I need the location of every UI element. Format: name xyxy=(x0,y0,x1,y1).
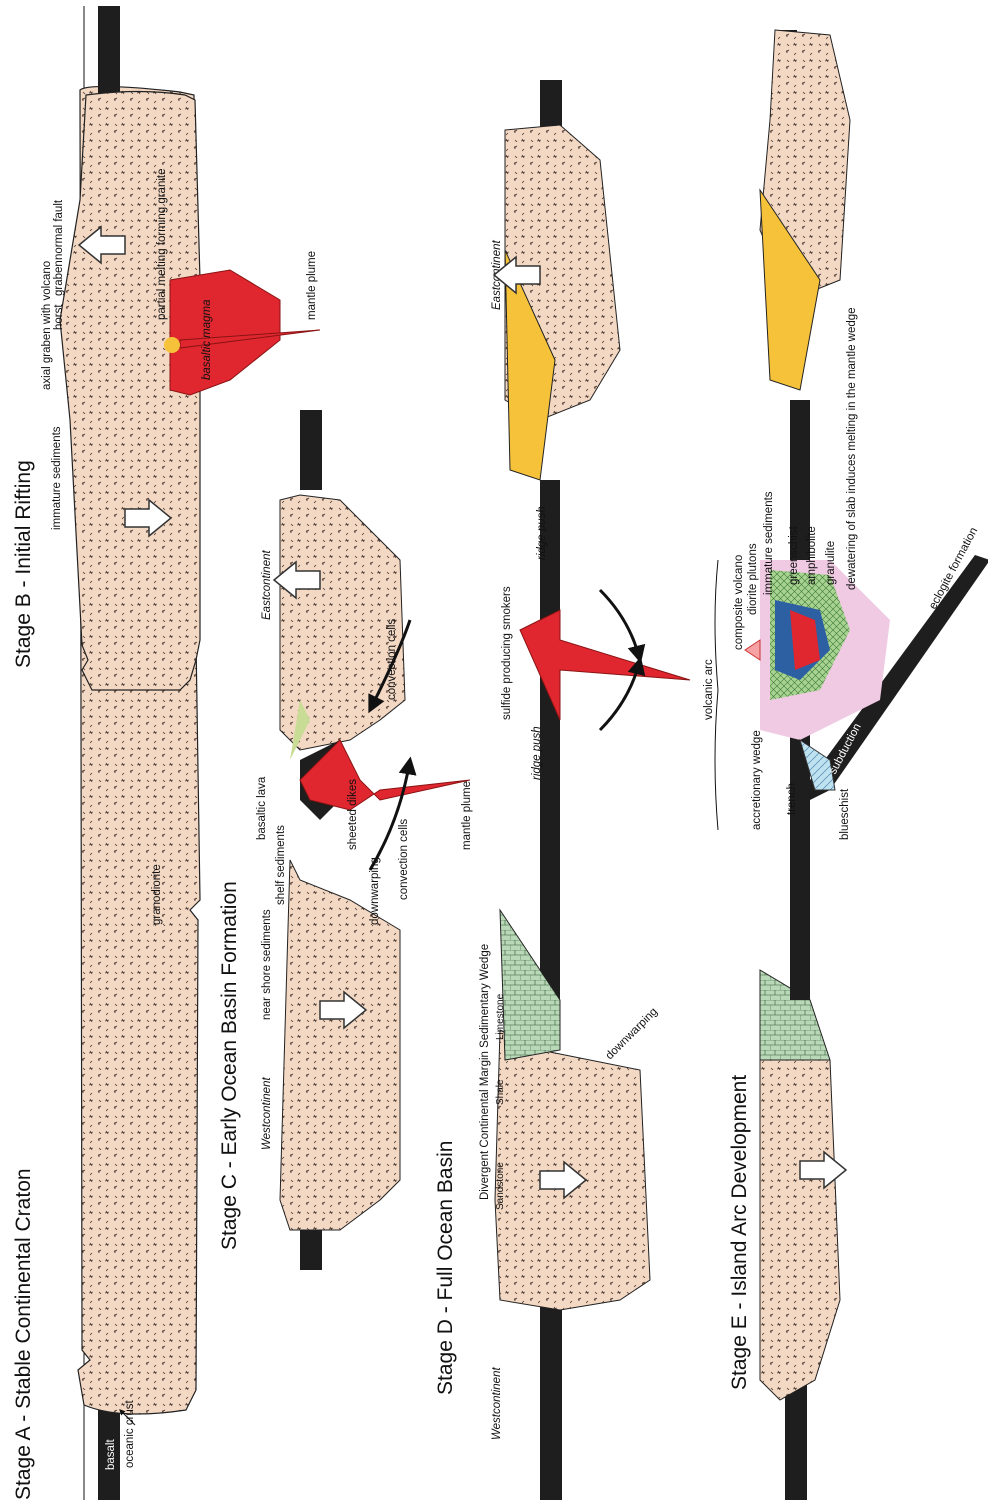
ocean-floor-d xyxy=(540,480,560,1030)
normal-fault-label: normal fault xyxy=(53,199,65,260)
composite-volcano-label: composite volcano xyxy=(733,555,745,650)
downwarping-label-d: downwarping xyxy=(604,1006,660,1062)
greenschist-label: greenschist xyxy=(788,525,800,585)
sheeted-dikes-label: sheeted dikes xyxy=(347,779,359,850)
stage-b-title: Stage B - Initial Rifting xyxy=(12,460,35,668)
trench-label: trench xyxy=(786,783,798,815)
stage-a-title: Stage A - Stable Continental Craton xyxy=(12,1168,35,1500)
westcontinent-label-c: Westcontinent xyxy=(261,1077,273,1150)
stage-e-title: Stage E - Island Arc Development xyxy=(728,1075,751,1390)
amphibolite-label: amphibolite xyxy=(806,526,818,585)
axial-graben-label: axial graben with volcano xyxy=(41,261,53,390)
blueschist-label: blueschist xyxy=(839,788,851,840)
graben-label: graben xyxy=(53,260,65,296)
shale-label: Shale xyxy=(495,1079,506,1105)
limestone-label: Limestone xyxy=(495,993,506,1040)
oceanic-crust-label: oceanic crust xyxy=(124,1399,136,1468)
stage-c-title: Stage C - Early Ocean Basin Formation xyxy=(218,881,241,1250)
convection-label-2: convection cells xyxy=(386,619,398,700)
partial-melting-label: partial melting forming granite xyxy=(156,169,168,321)
sandstone-label: Sandstone xyxy=(495,1162,506,1210)
immature-sediments-label-b: immature sediments xyxy=(51,426,63,530)
mantle-plume-label-b: mantle plume xyxy=(306,251,318,320)
smokers-label: sulfide producing smokers xyxy=(501,586,513,720)
wedge-label: Divergent Continental Margin Sedimentary… xyxy=(479,944,491,1200)
west-continent-c xyxy=(280,860,400,1230)
westcontinent-label-d: Westcontinent xyxy=(491,1367,503,1440)
basaltic-lava-label: basaltic lava xyxy=(256,776,268,840)
basalt-label: basalt xyxy=(105,1439,117,1470)
convection-label-1: convection cells xyxy=(398,819,410,900)
basaltic-magma-label: basaltic magma xyxy=(201,299,213,380)
stage-d-title: Stage D - Full Ocean Basin xyxy=(434,1141,457,1395)
accretionary-wedge-label: accretionary wedge xyxy=(751,730,763,830)
mantle-plume-label-c: mantle plume xyxy=(461,781,473,850)
west-continent-e xyxy=(760,1030,840,1400)
near-shore-label: near shore sediments xyxy=(261,909,273,1020)
eastcontinent-label-c: Eastcontinent xyxy=(261,550,273,620)
ridge-push-label-1: ridge push xyxy=(531,726,543,780)
volcanic-arc-label: volcanic arc xyxy=(703,659,715,720)
magma-body xyxy=(170,270,280,395)
composite-volcano xyxy=(745,640,760,660)
horst-label: horst xyxy=(53,304,65,330)
granulite-label: granulite xyxy=(825,541,837,585)
dewatering-label: dewatering of slab induces melting in th… xyxy=(846,307,858,590)
immature-sediments-label-e: immature sediments xyxy=(763,491,775,595)
stage-e: Stage E - Island Arc Development volcani… xyxy=(703,30,988,1500)
ridge-push-label-2: ridge push xyxy=(536,506,548,560)
granodiorite-label: granodiorite xyxy=(151,864,163,925)
shelf-label: shelf sediments xyxy=(275,825,287,905)
diorite-plutons-label: diorite plutons xyxy=(747,543,759,615)
